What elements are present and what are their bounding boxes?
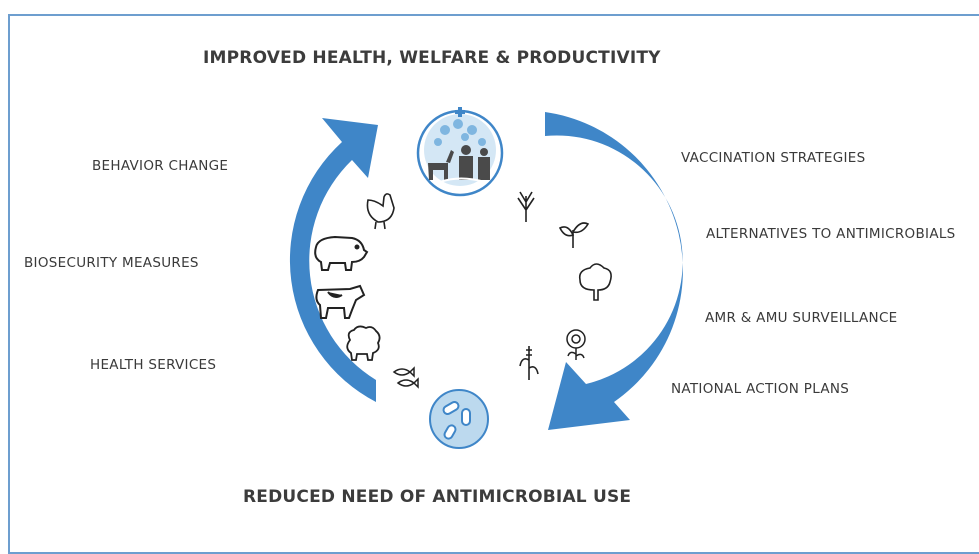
label-national-action-plans: NATIONAL ACTION PLANS [671,381,850,397]
wheat-icon [517,191,535,222]
cycle-graphic [289,107,683,449]
label-vaccination-strategies: VACCINATION STRATEGIES [681,150,866,166]
chicken-icon [366,193,395,230]
label-biosecurity-measures: BIOSECURITY MEASURES [24,255,199,271]
tree-icon [578,263,612,301]
pig-icon [314,235,369,271]
label-amr-amu-surveillance: AMR & AMU SURVEILLANCE [705,310,898,326]
left-cycle-arrow [289,118,378,402]
sunflower-icon [566,329,586,360]
label-behavior-change: BEHAVIOR CHANGE [92,158,229,174]
top-title: IMPROVED HEALTH, WELFARE & PRODUCTIVITY [203,48,661,68]
corn-icon [519,346,539,380]
seedling-icon [558,222,590,248]
bottom-title: REDUCED NEED OF ANTIMICROBIAL USE [243,487,632,507]
right-cycle-arrow [545,112,683,430]
pills-icon [429,389,489,449]
cow-icon [315,284,366,319]
one-health-people-animals-icon [416,107,504,197]
label-health-services: HEALTH SERVICES [90,357,217,373]
fish-icon [392,366,419,389]
sheep-icon [346,325,381,361]
label-alternatives-to-antimicrobials: ALTERNATIVES TO ANTIMICROBIALS [706,226,956,242]
